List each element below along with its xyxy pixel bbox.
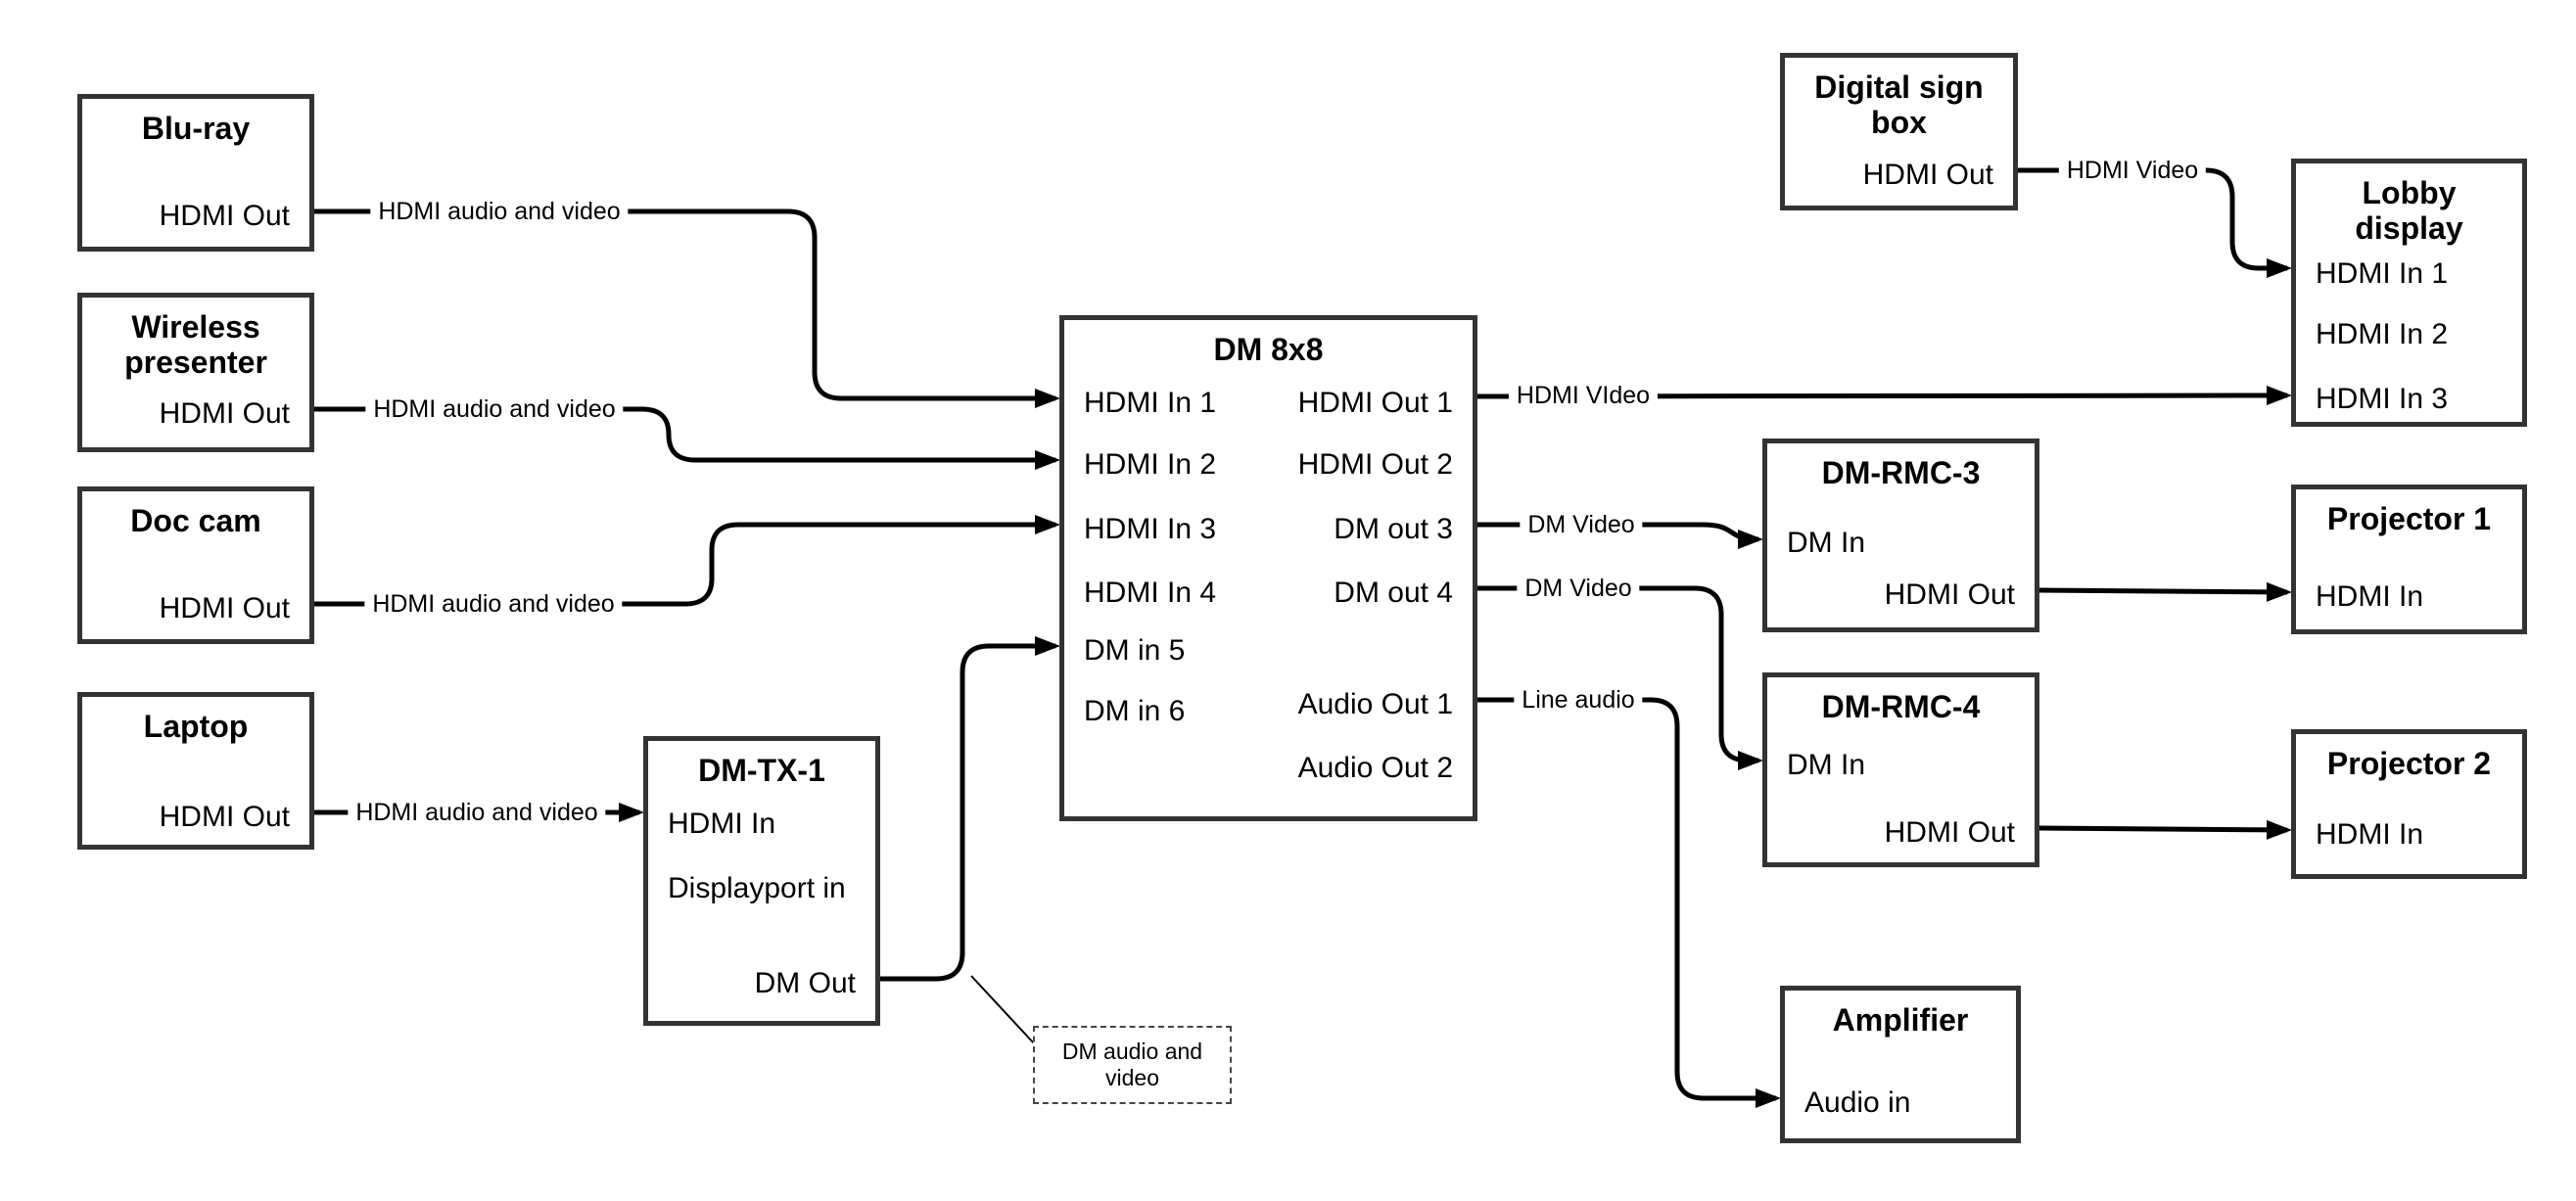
port-bluray-hdmi-out: HDMI Out [159, 200, 290, 232]
node-digital-sign-box: Digital sign box HDMI Out [1780, 53, 2018, 210]
edge-rmc4-to-projector2 [2037, 819, 2292, 840]
node-laptop: Laptop HDMI Out [77, 692, 314, 850]
node-dm-rmc-3: DM-RMC-3 DM In HDMI Out [1762, 439, 2039, 632]
edge-rmc3-to-projector1 [2037, 581, 2292, 602]
node-title: Blu-ray [141, 111, 251, 146]
port-dm8x8-audio-out-1: Audio Out 1 [1297, 688, 1453, 720]
edge-label-line-audio: Line audio [1514, 686, 1643, 714]
node-title: Projector 1 [2326, 501, 2492, 536]
node-title: Wireless presenter [124, 309, 267, 380]
port-projector1-hdmi-in: HDMI In [2316, 580, 2424, 613]
port-amplifier-audio-in: Audio in [1804, 1086, 1911, 1119]
port-dm8x8-dm-out-4: DM out 4 [1334, 577, 1453, 609]
edge-label-hdmi-video-sign: HDMI Video [2058, 157, 2207, 184]
port-dm8x8-hdmi-in-1: HDMI In 1 [1084, 387, 1217, 419]
edge-label-hdmi-av-2: HDMI audio and video [365, 395, 624, 423]
port-dmtx1-displayport-in: Displayport in [668, 872, 846, 904]
port-dm8x8-dm-in-5: DM in 5 [1084, 634, 1186, 667]
port-dm8x8-hdmi-out-2: HDMI Out 2 [1297, 448, 1453, 481]
node-amplifier: Amplifier Audio in [1780, 986, 2021, 1143]
port-wireless-hdmi-out: HDMI Out [159, 397, 290, 430]
port-rmc4-dm-in: DM In [1787, 749, 1866, 781]
edge-bluray-to-dm8x8-in1 [313, 208, 1060, 408]
edge-dm8x8-out3-to-rmc3 [1476, 522, 1763, 549]
node-title: Digital sign box [1814, 69, 1984, 140]
node-title: Doc cam [130, 503, 261, 538]
edge-label-dm-video-1: DM Video [1520, 511, 1643, 538]
edge-label-dm-video-2: DM Video [1517, 575, 1640, 602]
edge-label-hdmi-av-1: HDMI audio and video [370, 198, 629, 225]
node-title: DM-TX-1 [698, 753, 825, 788]
node-title: DM-RMC-4 [1821, 689, 1981, 724]
port-dmtx1-dm-out: DM Out [754, 967, 856, 999]
node-projector-1: Projector 1 HDMI In [2291, 485, 2527, 634]
port-dm8x8-audio-out-2: Audio Out 2 [1297, 752, 1453, 784]
port-lobby-hdmi-in-2: HDMI In 2 [2316, 318, 2449, 350]
port-projector2-hdmi-in: HDMI In [2316, 818, 2424, 851]
node-lobby-display: Lobby display HDMI In 1 HDMI In 2 HDMI I… [2291, 159, 2527, 427]
port-dm8x8-dm-in-6: DM in 6 [1084, 695, 1186, 727]
node-title: Projector 2 [2326, 746, 2492, 781]
node-dm-tx-1: DM-TX-1 HDMI In Displayport in DM Out [643, 736, 880, 1026]
edge-digitalsign-to-lobby-in1 [2017, 167, 2292, 278]
node-dm-rmc-4: DM-RMC-4 DM In HDMI Out [1762, 672, 2039, 867]
port-dmtx1-hdmi-in: HDMI In [668, 808, 776, 840]
edge-dm8x8-audio1-to-amplifier [1476, 697, 1781, 1108]
edge-dmtx1-to-dm8x8-in5 [879, 636, 1060, 982]
port-rmc3-dm-in: DM In [1787, 527, 1866, 559]
edge-label-hdmi-av-4: HDMI audio and video [348, 799, 606, 826]
node-title: Lobby display [2355, 175, 2463, 246]
node-title: DM 8x8 [1213, 332, 1324, 367]
port-rmc4-hdmi-out: HDMI Out [1884, 816, 2015, 849]
node-title: Laptop [143, 709, 249, 744]
node-bluray: Blu-ray HDMI Out [77, 94, 314, 252]
port-dm8x8-hdmi-in-4: HDMI In 4 [1084, 577, 1217, 609]
port-laptop-hdmi-out: HDMI Out [159, 801, 290, 833]
node-title: DM-RMC-3 [1821, 455, 1981, 490]
port-dm8x8-hdmi-in-3: HDMI In 3 [1084, 513, 1217, 545]
node-dm-8x8: DM 8x8 HDMI In 1 HDMI In 2 HDMI In 3 HDM… [1059, 315, 1477, 821]
port-digitalsign-hdmi-out: HDMI Out [1862, 159, 1993, 191]
node-doc-cam: Doc cam HDMI Out [77, 486, 314, 644]
edge-doccam-to-dm8x8-in3 [313, 515, 1060, 607]
node-projector-2: Projector 2 HDMI In [2291, 729, 2527, 879]
port-dm8x8-dm-out-3: DM out 3 [1334, 513, 1453, 545]
port-lobby-hdmi-in-3: HDMI In 3 [2316, 383, 2449, 415]
edge-wireless-to-dm8x8-in2 [313, 406, 1060, 470]
edge-dm8x8-out4-to-rmc4 [1476, 585, 1763, 770]
edge-label-hdmi-av-3: HDMI audio and video [364, 590, 623, 618]
edge-label-hdmi-video-out1: HDMI VIdeo [1508, 382, 1659, 409]
note-dm-audio-and-video: DM audio and video [1033, 1026, 1232, 1104]
port-dm8x8-hdmi-out-1: HDMI Out 1 [1297, 387, 1453, 419]
port-rmc3-hdmi-out: HDMI Out [1884, 578, 2015, 611]
node-title: Amplifier [1832, 1002, 1969, 1038]
note-callout-line [970, 975, 1035, 1044]
port-dm8x8-hdmi-in-2: HDMI In 2 [1084, 448, 1217, 481]
port-lobby-hdmi-in-1: HDMI In 1 [2316, 257, 2449, 290]
node-wireless-presenter: Wireless presenter HDMI Out [77, 293, 314, 452]
port-doccam-hdmi-out: HDMI Out [159, 592, 290, 624]
